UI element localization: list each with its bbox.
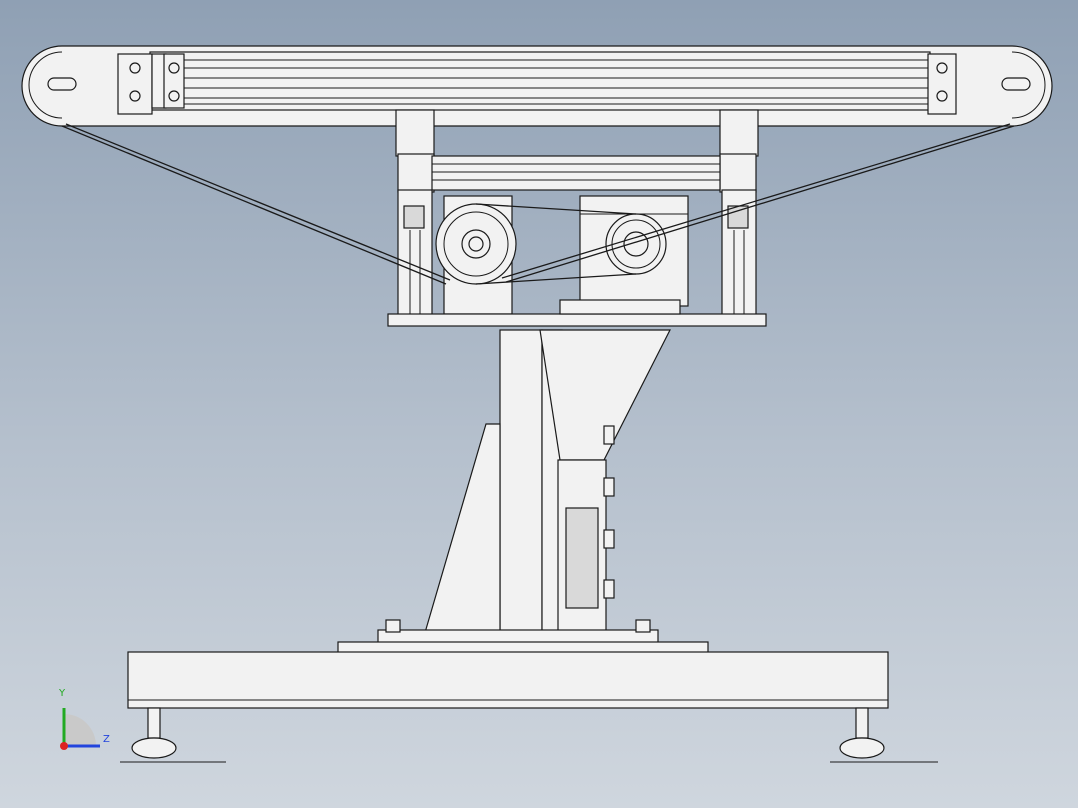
leveling-foot-right bbox=[830, 707, 938, 763]
drive-belt bbox=[61, 123, 1015, 285]
axis-z-label: Z bbox=[103, 734, 110, 745]
drive-pulley-small bbox=[605, 213, 667, 275]
end-pulley-right bbox=[1001, 77, 1031, 91]
pedestal-column bbox=[423, 329, 671, 637]
drive-pulley-large bbox=[435, 203, 517, 285]
axis-y-label: Y bbox=[59, 688, 66, 699]
support-frame bbox=[395, 109, 759, 317]
base-frame bbox=[127, 619, 889, 709]
mounting-plate bbox=[387, 299, 767, 327]
end-pulley-left bbox=[47, 77, 77, 91]
end-plate-left bbox=[117, 53, 185, 115]
conveyor-rail bbox=[21, 45, 1053, 127]
leveling-foot-left bbox=[120, 707, 226, 763]
axis-triad bbox=[60, 708, 100, 750]
end-plate-right bbox=[927, 53, 957, 115]
